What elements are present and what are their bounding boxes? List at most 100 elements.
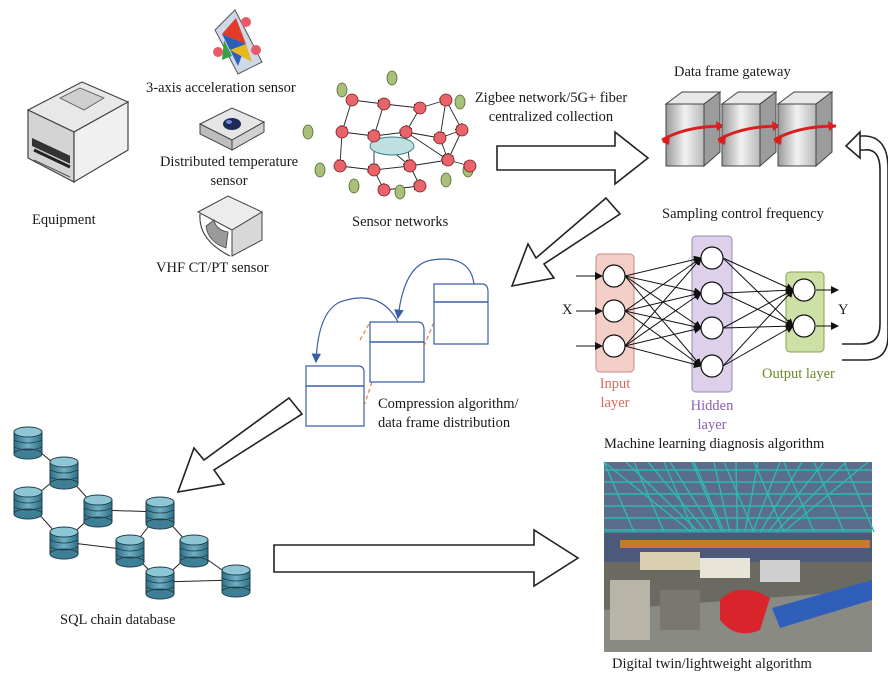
truss-beam [647,461,708,533]
database-cylinder-icon [49,526,79,560]
sensor-node [345,93,359,107]
nn-connection [722,286,794,295]
database-cylinder-icon [221,564,251,598]
truss-beam [735,461,738,533]
data-frame-2 [369,321,425,383]
nn-neuron [602,264,626,288]
sensor-node [439,93,453,107]
nn-connection [624,345,702,369]
sensor-node [441,153,455,167]
database-cylinder-icon [13,486,43,520]
nn-neuron [792,278,816,302]
sensor-node [433,131,447,145]
truss-beam [603,461,635,533]
sensor-leaf-node [336,82,348,98]
database-cylinder-icon [115,534,145,568]
nn-neuron [700,281,724,305]
arrow-to-digital-twin [273,528,580,588]
arrow-to-gateway [496,130,650,186]
nn-connection [624,325,702,347]
database-cylinder-icon [179,534,209,568]
truss-beam [723,461,755,533]
sensor-node [413,101,427,115]
gateway-label: Data frame gateway [674,64,791,80]
sensor-node [367,163,381,177]
output-layer-label: Output layer [762,366,835,382]
nn-neuron [700,246,724,270]
sensor-node [403,159,417,173]
feedback-loop-arrow [842,130,888,361]
truss-beam [775,461,847,533]
nn-neuron [602,334,626,358]
database-cylinder-icon [145,496,175,530]
input-layer-label-line2: layer [600,395,630,411]
sensor-node [367,129,381,143]
database-cylinder-icon [83,494,113,528]
truss-beam [691,461,723,533]
network-edge [409,157,449,167]
nn-connection [722,322,794,331]
temperature-sensor-label-line2: sensor [210,173,248,189]
hidden-layer-label-line2: layer [697,417,727,433]
temperature-sensor-icon [198,107,266,151]
data-frame-1 [305,365,365,427]
truss-beam [759,461,803,533]
truss-beam [752,461,781,533]
database-cylinder-icon [145,566,175,600]
data-frame-3 [433,283,489,345]
sensor-leaf-node [314,162,326,178]
truss-beam [813,461,845,533]
truss-beam [693,461,725,533]
arrow-to-neural-net [510,196,622,288]
sensor-node [335,125,349,139]
truss-beam [783,461,869,533]
nn-connection [624,310,702,367]
equipment-icon [26,81,130,184]
truss-beam [783,461,815,533]
ct-pt-sensor-icon [196,195,264,257]
nn-connection [722,289,794,329]
nn-output-symbol: Y [838,302,849,318]
truss-beam [669,461,715,533]
gateway-servers [661,91,837,168]
acceleration-sensor-label: 3-axis acceleration sensor [146,80,296,96]
sensor-leaf-node [394,184,406,200]
sensor-leaf-node [454,94,466,110]
database-cylinder-icon [13,426,43,460]
zigbee-label-line2: centralized collection [488,109,614,125]
nn-neuron [700,354,724,378]
truss-beam [663,461,695,533]
database-cylinder-icon [49,456,79,490]
sensor-node [377,183,391,197]
nn-input-symbol: X [562,302,573,318]
digital-twin-image [603,461,875,652]
sql-database-label: SQL chain database [60,612,176,628]
network-hub [369,136,415,156]
hidden-layer-label-line1: Hidden [690,398,734,414]
nn-neuron [700,316,724,340]
sensor-network-graph [302,70,477,200]
truss-beam [625,461,700,533]
nn-connection [624,275,702,367]
network-edge [437,99,447,139]
temperature-sensor-label-line1: Distributed temperature [159,154,299,170]
nn-connection [624,292,702,347]
sql-chain-database [13,426,251,600]
sensor-leaf-node [440,172,452,188]
compression-label-line2: data frame distribution [378,415,511,431]
sensor-node [413,179,427,193]
compression-frames [305,258,489,427]
sampling-frequency-label: Sampling control frequency [662,206,824,222]
neural-network [576,235,839,393]
nn-connection [624,257,702,347]
input-layer-label-line1: Input [599,376,631,392]
ml-diagnosis-label: Machine learning diagnosis algorithm [604,436,825,452]
digital-twin-label: Digital twin/lightweight algorithm [612,656,812,672]
sensor-leaf-node [348,178,360,194]
gateway-server-icon [717,91,781,168]
arrow-to-database [176,396,304,494]
gateway-server-icon [773,91,837,168]
nn-connection [624,255,702,277]
